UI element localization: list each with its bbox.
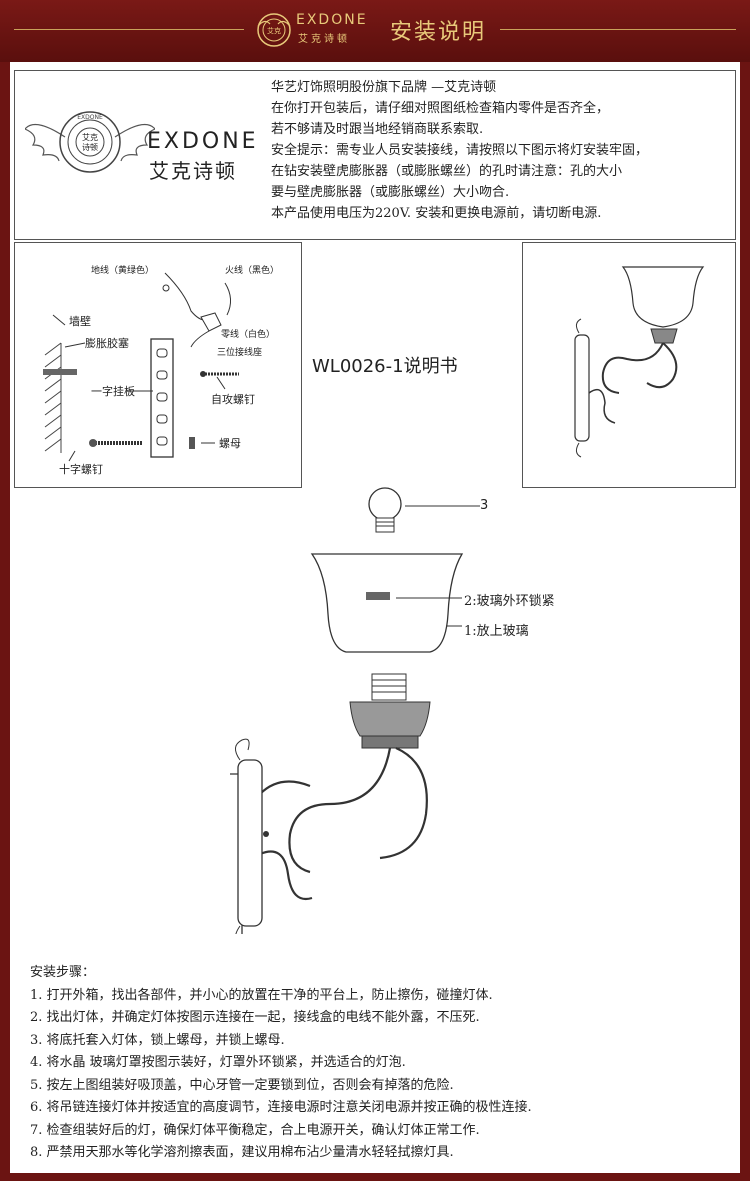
label-wall: 墙壁 [69, 315, 91, 328]
svg-text:EXDONE: EXDONE [77, 114, 103, 121]
mounting-diagram [43, 272, 239, 462]
expansion-anchor [43, 369, 77, 375]
label-part-3: 3 [480, 498, 489, 513]
intro-line: 安全提示：需专业人员安装接线，请按照以下图示将灯安装牢固， [271, 143, 649, 158]
label-neutral-wire: 零线（白色） [221, 330, 276, 340]
instruction-sheet: EXDONE 艾克 诗顿 EXDONE 艾克诗顿 华艺灯饰照明股份旗下品牌 —艾… [10, 62, 740, 1173]
step-item: 5. 按左上图组装好吸顶盖，中心牙管一定要锁到位，否则会有掉落的危险. [30, 1077, 454, 1093]
emblem-brand-name-cn: 艾克诗顿 [149, 159, 237, 183]
page-title: 安装说明 [390, 20, 487, 45]
step-item: 3. 将底托套入灯体，锁上螺母，并锁上螺母. [30, 1032, 285, 1048]
top-banner: 艾克 EXDONE 艾克诗顿 安装说明 [0, 0, 750, 62]
step-item: 4. 将水晶 玻璃灯罩按图示装好，灯罩外环锁紧，并选适合的灯泡. [30, 1055, 406, 1070]
intro-line: 若不够请及时跟当地经销商联系索取. [271, 122, 484, 137]
step-item: 1. 打开外箱，找出各部件，并小心的放置在干净的平台上，防止擦伤，碰撞灯体. [30, 987, 493, 1003]
install-steps: 安装步骤： 1. 打开外箱，找出各部件，并小心的放置在干净的平台上，防止擦伤，碰… [30, 962, 532, 1165]
lamp-arm [259, 746, 428, 901]
banner-rule-left [14, 29, 244, 30]
label-nut: 螺母 [219, 437, 241, 450]
label-self-tap-screw: 自攻螺钉 [211, 393, 255, 406]
label-cross-screw: 十字螺钉 [59, 463, 103, 476]
label-ground-wire: 地线（黄绿色） [91, 266, 155, 276]
banner-rule-right [500, 29, 736, 30]
intro-text: 华艺灯饰照明股份旗下品牌 —艾克诗顿 在你打开包装后，请仔细对照图纸检查箱内零件… [271, 77, 648, 224]
label-bracket: 一字挂板 [91, 385, 135, 398]
wall-plate [230, 738, 269, 934]
mounting-diagram-panel: 地线（黄绿色） 火线（黑色） 零线（白色） 三位接线座 墙壁 膨胀胶塞 一字挂板… [14, 242, 302, 488]
intro-line: 要与壁虎膨胀器（或膨胀螺丝）大小吻合. [271, 185, 510, 200]
brand-name-cn: 艾克诗顿 [298, 34, 350, 45]
label-terminal: 三位接线座 [217, 348, 263, 358]
product-thumbnail-panel [522, 242, 736, 488]
label-part-2: 2:玻璃外环锁紧 [464, 594, 555, 609]
glass-shade [310, 553, 464, 653]
steps-heading: 安装步骤： [30, 965, 96, 980]
assembly-diagram [230, 487, 480, 934]
intro-panel: EXDONE 艾克 诗顿 EXDONE 艾克诗顿 华艺灯饰照明股份旗下品牌 —艾… [14, 70, 736, 240]
emblem-brand-name: EXDONE [147, 129, 259, 154]
wall-lamp-thumbnail [574, 266, 705, 458]
label-part-1: 1:放上玻璃 [464, 624, 529, 639]
step-item: 7. 检查组装好后的灯，确保灯体平衡稳定，合上电源开关，确认灯体正常工作. [30, 1122, 480, 1138]
step-item: 8. 严禁用天那水等化学溶剂擦表面，建议用棉布沾少量清水轻轻拭擦灯具. [30, 1145, 454, 1160]
intro-line: 华艺灯饰照明股份旗下品牌 —艾克诗顿 [271, 80, 497, 95]
intro-line: 本产品使用电压为220V. 安装和更换电源前，请切断电源. [271, 206, 602, 221]
svg-text:艾克: 艾克 [267, 27, 281, 35]
label-live-wire: 火线（黑色） [225, 266, 280, 276]
wall-hatch [44, 342, 62, 453]
company-emblem-icon: EXDONE 艾克 诗顿 [25, 111, 155, 173]
svg-text:诗顿: 诗顿 [82, 142, 98, 152]
manual-title: WL0026-1说明书 [312, 356, 458, 377]
bulb-icon [368, 487, 480, 533]
intro-line: 在钻安装壁虎膨胀器（或膨胀螺丝）的孔时请注意：孔的大小 [271, 164, 623, 179]
step-item: 6. 将吊链连接灯体并按适宜的高度调节，连接电源时注意关闭电源并按正确的极性连接… [30, 1100, 532, 1115]
lamp-holder [349, 673, 431, 749]
brand-name: EXDONE [296, 12, 368, 28]
intro-line: 在你打开包装后，请仔细对照图纸检查箱内零件是否齐全， [271, 101, 610, 116]
step-item: 2. 找出灯体，并确定灯体按图示连接在一起，接线盒的电线不能外露，不压死. [30, 1010, 480, 1025]
label-expansion-tube: 膨胀胶塞 [85, 337, 129, 350]
svg-text:艾克: 艾克 [82, 133, 98, 142]
brand-logo-icon: 艾克 [257, 13, 291, 47]
